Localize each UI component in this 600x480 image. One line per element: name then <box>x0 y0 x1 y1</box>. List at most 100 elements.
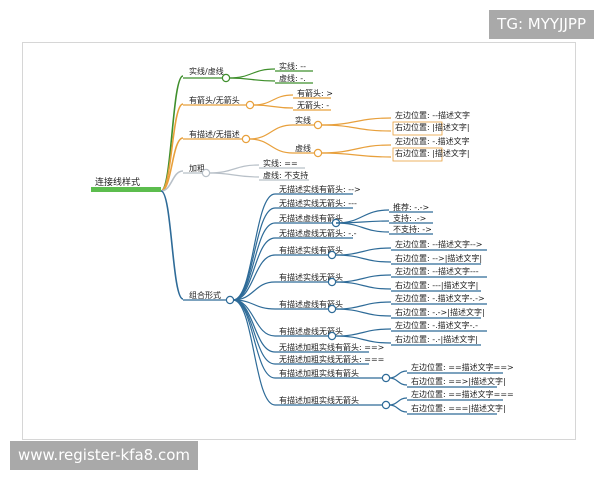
combo-item: 无描述加粗实线有箭头: ==> <box>279 342 384 352</box>
combo-item: 有描述虚线无箭头 <box>279 326 343 336</box>
desc-dashed-right: 右边位置: |描述文字| <box>395 148 470 158</box>
connector-line <box>160 103 184 192</box>
combo-dashed-arrow-option: 推荐: -.-> <box>393 202 429 212</box>
connector-line <box>334 335 392 344</box>
combo-detail-left: 左边位置: --描述文字--> <box>395 239 483 249</box>
desc-solid-label: 实线 <box>295 115 311 125</box>
combo-detail-left: 左边位置: -.描述文字-.- <box>395 320 478 330</box>
combo-detail-right: 右边位置: ==>|描述文字| <box>411 376 506 386</box>
combo-detail-left: 左边位置: ==描述文字=== <box>411 389 514 399</box>
connector-line <box>335 222 390 233</box>
leaf-bold-solid: 实线: == <box>263 158 298 168</box>
branch-combo-label: 组合形式 <box>189 290 221 300</box>
connector-line <box>232 207 276 301</box>
combo-detail-right: 右边位置: -.-|描述文字| <box>395 334 478 344</box>
connector-line <box>232 299 276 379</box>
combo-item: 有描述实线有箭头 <box>279 245 343 255</box>
branch-bold-label: 加粗 <box>189 163 205 173</box>
combo-detail-left: 左边位置: ==描述文字==> <box>411 362 514 372</box>
combo-item: 有描述加粗实线无箭头 <box>279 395 359 405</box>
node-connector <box>201 168 211 178</box>
root-bar <box>91 187 161 192</box>
connector-line <box>248 124 294 140</box>
connector-line <box>232 237 276 301</box>
connector-line <box>320 152 392 158</box>
combo-item: 无描述实线有箭头: --> <box>279 184 361 194</box>
desc-solid-right: 右边位置: |描述文字| <box>395 122 470 132</box>
node-connector <box>381 373 391 383</box>
combo-detail-right: 右边位置: ---|描述文字| <box>395 280 478 290</box>
connector-line <box>334 281 392 290</box>
combo-item: 无描述实线无箭头: --- <box>279 198 357 208</box>
node-connector <box>221 73 231 83</box>
node-connector <box>327 304 337 314</box>
connector-line <box>334 308 392 317</box>
node-connector <box>327 331 337 341</box>
combo-detail-left: 左边位置: --描述文字--- <box>395 266 479 276</box>
connector-line <box>208 172 260 178</box>
connector-line <box>334 328 392 337</box>
connector-line <box>160 75 184 192</box>
connector-line <box>388 397 408 406</box>
connector-line <box>388 404 408 413</box>
branch-arrow-label: 有箭头/无箭头 <box>189 95 240 105</box>
leaf-solid: 实线: -- <box>279 61 306 71</box>
branch-desc-label: 有描述/无描述 <box>189 129 240 139</box>
leaf-has-arrow: 有箭头: > <box>297 88 333 98</box>
combo-item: 无描述虚线有箭头 <box>279 213 343 223</box>
node-connector <box>245 100 255 110</box>
combo-item: 有描述加粗实线有箭头 <box>279 368 359 378</box>
desc-solid-left: 左边位置: --描述文字 <box>395 110 470 120</box>
combo-item: 无描述虚线无箭头: -.- <box>279 228 357 238</box>
connector-line <box>252 94 294 106</box>
node-connector <box>313 148 323 158</box>
connector-line <box>320 144 392 154</box>
connector-line <box>228 77 276 82</box>
connector-line <box>160 170 184 192</box>
watermark-url: www.register-kfa8.com <box>10 441 199 470</box>
node-connector <box>327 250 337 260</box>
combo-item: 有描述虚线有箭头 <box>279 299 343 309</box>
connector-line <box>334 254 392 263</box>
leaf-bold-dashed: 虚线: 不支持 <box>263 170 308 180</box>
combo-item: 无描述加粗实线无箭头: === <box>279 354 384 364</box>
watermark-tg: TG: MYYJJPP <box>489 10 594 39</box>
connector-line <box>248 138 294 154</box>
combo-detail-right: 右边位置: ===|描述文字| <box>411 403 506 413</box>
connector-line <box>334 274 392 283</box>
connector-line <box>334 301 392 310</box>
leaf-no-arrow: 无箭头: - <box>297 100 329 110</box>
combo-detail-right: 右边位置: -->|描述文字| <box>395 253 482 263</box>
diagram-frame: 连接线样式 实线/虚线 实线: -- 虚线: -. 有箭头/无箭头 有箭头: > 无箭头: … <box>22 42 576 440</box>
mindmap-diagram: 连接线样式 实线/虚线 实线: -- 虚线: -. 有箭头/无箭头 有箭头: > 无箭头: … <box>91 61 514 415</box>
connector-line <box>388 377 408 386</box>
leaf-box <box>392 121 443 136</box>
connector-line <box>252 104 294 109</box>
node-connector <box>313 120 323 130</box>
connector-line <box>232 299 276 353</box>
combo-item: 有描述实线无箭头 <box>279 272 343 282</box>
connector-line <box>232 193 276 301</box>
combo-detail-left: 左边位置: -.描述文字-.-> <box>395 293 485 303</box>
connector-line <box>232 222 276 301</box>
combo-dashed-arrow-option: 不支持: -> <box>393 224 432 234</box>
connector-line <box>160 190 184 300</box>
leaf-box <box>392 147 443 162</box>
connector-line <box>232 299 276 406</box>
node-connector <box>241 134 251 144</box>
leaf-dashed: 虚线: -. <box>279 73 306 83</box>
connector-line <box>208 164 260 174</box>
connector-line <box>228 68 276 79</box>
connector-line <box>388 370 408 379</box>
connector-line <box>232 254 276 301</box>
combo-dashed-arrow-option: 支持: .-> <box>393 213 426 223</box>
node-connector <box>225 295 235 305</box>
root-label: 连接线样式 <box>95 176 140 188</box>
combo-detail-right: 右边位置: -.->|描述文字| <box>395 307 485 317</box>
node-connector <box>327 277 337 287</box>
connector-line <box>160 137 184 192</box>
node-connector <box>381 400 391 410</box>
desc-dashed-left: 左边位置: -.描述文字 <box>395 136 470 146</box>
branch-solid-dashed-label: 实线/虚线 <box>189 66 224 76</box>
desc-dashed-label: 虚线 <box>295 143 311 153</box>
